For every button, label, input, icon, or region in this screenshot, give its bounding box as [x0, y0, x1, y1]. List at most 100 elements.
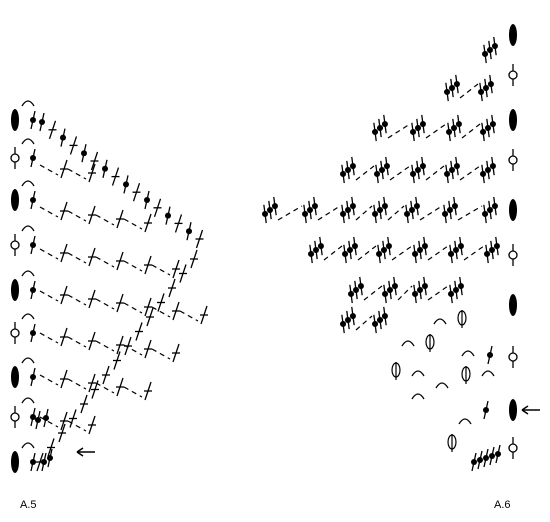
chain-dash-line: [425, 123, 447, 139]
chain-dash-line: [357, 245, 377, 261]
dot-stitch-icon: [453, 287, 459, 293]
chain-loop-icon: [21, 138, 35, 145]
dot-stitch-icon: [379, 167, 385, 173]
dot-stitch-icon: [449, 84, 455, 91]
dot-stitch-icon: [449, 167, 455, 173]
stitch-cluster: [348, 276, 364, 304]
dot-stitch-icon: [372, 128, 379, 135]
dot-stitch-icon: [340, 210, 347, 217]
dot-stitch-icon: [444, 170, 451, 177]
chain-dash-line: [95, 214, 115, 226]
oval-filled-icon: [11, 366, 19, 388]
chain-dash-line: [95, 298, 115, 310]
dot-stitch-icon: [409, 207, 415, 213]
dot-stitch-icon: [483, 455, 489, 461]
dot-stitch-icon: [453, 247, 459, 253]
dot-stitch-icon: [377, 125, 383, 131]
dot-stitch-icon: [349, 313, 356, 320]
dot-stitch-icon: [30, 330, 36, 336]
stitch-cluster: [446, 114, 462, 142]
stitch-cluster: [308, 236, 324, 264]
arrow-left-icon: [76, 447, 84, 457]
ring-open-icon: [10, 240, 20, 250]
dot-stitch-icon: [381, 203, 388, 210]
chain-loop-icon: [21, 442, 35, 449]
dot-stitch-icon: [417, 247, 423, 253]
dot-stitch-icon: [447, 207, 453, 213]
dot-stitch-icon: [487, 81, 494, 88]
chain-dash-line: [419, 205, 443, 221]
chain-dash-line: [151, 306, 171, 318]
dot-stitch-icon: [391, 283, 398, 290]
chain-dash-line: [355, 315, 373, 331]
dot-stitch-icon: [480, 128, 487, 135]
dot-stitch-icon: [47, 455, 53, 461]
chain-loop-icon: [481, 370, 495, 377]
chain-dash-line: [123, 344, 143, 356]
chain-dash-line: [427, 285, 449, 301]
dot-stitch-icon: [415, 167, 421, 173]
stitch-cluster: [372, 196, 388, 224]
ring-open-icon: [10, 328, 20, 338]
ring-open-icon: [508, 250, 518, 260]
chain-loop-icon: [411, 393, 425, 400]
dot-stitch-icon: [353, 287, 359, 293]
stitch-cluster: [478, 74, 494, 102]
dot-stitch-icon: [41, 459, 47, 465]
chain-dash-line: [459, 83, 479, 99]
dot-stitch-icon: [381, 121, 388, 128]
dot-stitch-icon: [30, 287, 36, 293]
dot-stitch-icon: [307, 207, 313, 213]
arrow-left-icon: [521, 405, 529, 415]
chain-dash-line: [387, 205, 405, 221]
dot-stitch-icon: [345, 317, 351, 323]
dot-stitch-icon: [43, 415, 49, 421]
chain-dash-line: [389, 165, 411, 181]
dot-stitch-icon: [485, 125, 491, 131]
dot-stitch-icon: [448, 290, 455, 297]
dot-stitch-icon: [385, 243, 392, 250]
dot-stitch-icon: [451, 203, 458, 210]
chain-dash-line: [425, 165, 445, 181]
dot-stitch-icon: [483, 84, 489, 91]
chain-dash-line: [355, 205, 373, 221]
dot-stitch-icon: [489, 453, 495, 459]
dot-stitch-icon: [271, 203, 278, 210]
dot-stitch-icon: [413, 203, 420, 210]
dot-stitch-icon: [421, 243, 428, 250]
dot-stitch-icon: [372, 210, 379, 217]
stitch-cluster: [302, 196, 318, 224]
chain-dash-line: [355, 165, 375, 181]
dot-stitch-icon: [442, 210, 449, 217]
stitch-cluster: [382, 276, 398, 304]
chain-dash-line: [67, 252, 87, 264]
stitch-cluster: [372, 114, 388, 142]
dot-stitch-icon: [477, 457, 483, 463]
dot-stitch-icon: [102, 165, 108, 172]
dot-stitch-icon: [412, 290, 419, 297]
ring-open-icon: [508, 70, 518, 80]
oval-filled-icon: [11, 109, 19, 131]
dot-stitch-icon: [487, 207, 493, 213]
diagram-label-a6: A.6: [494, 499, 511, 511]
diagram-a5: [10, 100, 208, 473]
dot-stitch-icon: [412, 250, 419, 257]
chain-loop-icon: [21, 313, 35, 320]
chain-loop-icon: [21, 357, 35, 364]
dot-stitch-icon: [495, 451, 501, 457]
stitch-cluster: [448, 236, 464, 264]
chain-dash-line: [39, 416, 59, 428]
oval-filled-icon: [509, 24, 517, 46]
dot-stitch-icon: [455, 121, 462, 128]
dot-stitch-icon: [453, 163, 460, 170]
chain-loop-icon: [433, 318, 447, 325]
chain-dash-line: [39, 374, 59, 386]
ring-open-icon: [508, 443, 518, 453]
stitch-cluster: [412, 236, 428, 264]
diagram-a6: [262, 24, 540, 472]
dot-stitch-icon: [448, 250, 455, 257]
chain-dash-line: [67, 420, 87, 432]
stitch-cluster: [480, 114, 496, 142]
chain-dash-line: [39, 206, 59, 218]
